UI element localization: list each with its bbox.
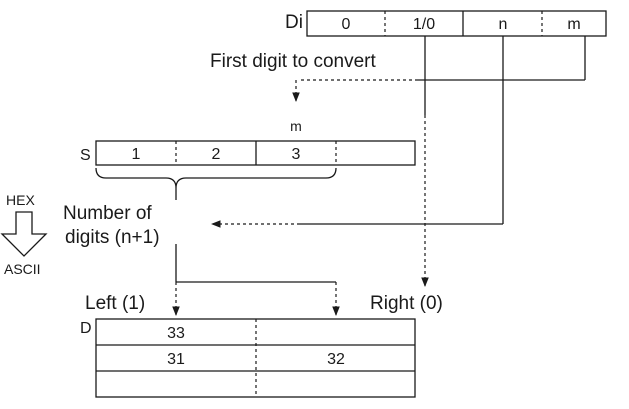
di-digit-1: 1/0 [413, 16, 435, 33]
destination-row2-left: 31 [167, 351, 185, 368]
di-digit-m: m [567, 16, 580, 33]
destination-row2-right: 32 [327, 351, 345, 368]
di-register-box [306, 10, 607, 37]
num-digits-label-line2: digits (n+1) [65, 227, 160, 248]
destination-row1-left: 33 [167, 325, 185, 342]
conversion-to-label: ASCII [4, 261, 41, 277]
di-label: Di [285, 12, 303, 33]
di-digit-0: 0 [342, 16, 351, 33]
first-digit-label: First digit to convert [210, 51, 376, 72]
source-digit-1: 1 [132, 146, 141, 163]
num-digits-label-line1: Number of [63, 203, 152, 224]
right-label: Right (0) [370, 293, 443, 314]
source-pointer-label: m [290, 118, 302, 134]
source-digit-3: 3 [292, 146, 301, 163]
conversion-down-arrow-icon [0, 211, 48, 257]
source-digit-2: 2 [212, 146, 221, 163]
left-label: Left (1) [85, 293, 145, 314]
source-brace [95, 167, 337, 189]
source-label: S [80, 147, 91, 164]
conversion-from-label: HEX [6, 192, 35, 208]
destination-label: D [80, 320, 92, 337]
di-digit-n: n [499, 16, 508, 33]
